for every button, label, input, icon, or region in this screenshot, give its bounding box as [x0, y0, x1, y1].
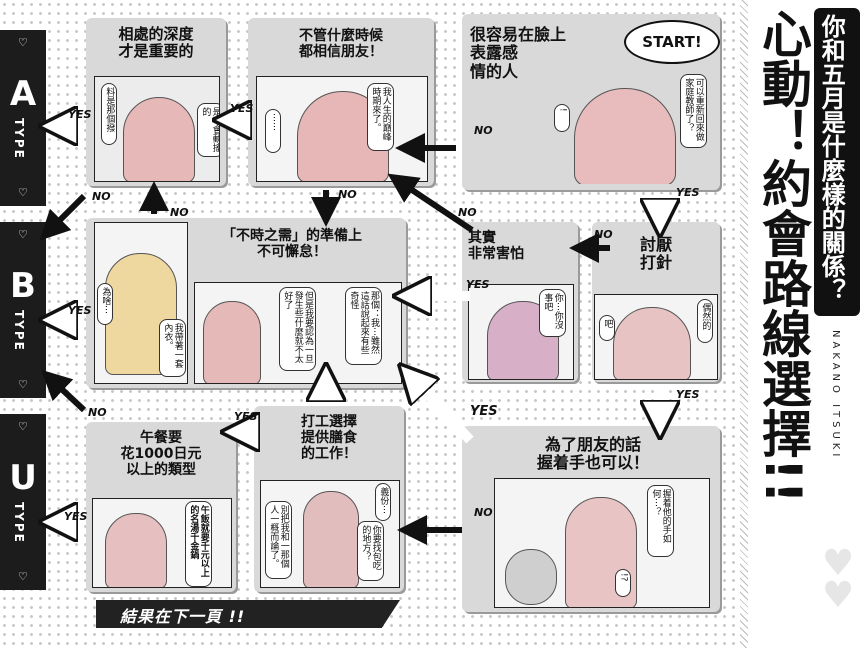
edge-label-no: NO: [458, 206, 477, 219]
speech-bubble: 你⋯你沒事吧: [539, 289, 566, 337]
speech-bubble: 你要找包吃的地方？: [357, 521, 384, 581]
edge-label-yes: YES: [234, 410, 258, 423]
heart-icon: ♡: [18, 228, 28, 241]
node-parttime: 打工選擇 提供膳食 的工作！ 義份⋯ 你要找包吃的地方？ 別把我和一那個人一概而…: [254, 406, 404, 592]
node-hold-hands-title: 為了朋友的話 握着手也可以！: [536, 435, 649, 473]
node-prepared-panel-right: 那個：我⋯雖然這話說起來有些奇怪 但是我要認為一旦發生些什麼就不太好了: [194, 282, 402, 384]
type-b-letter: B: [10, 266, 36, 306]
character-figure: [303, 491, 359, 587]
edge-label-no: NO: [170, 206, 189, 219]
title-main: 心動！約會路線選擇!!: [754, 8, 812, 504]
node-prepared: 「不時之需」的準備上 不可懈怠！ 為啥⋯ 我帶著一套內衣。 那個：我⋯雖然這話說…: [86, 218, 406, 388]
heart-icon: ♡: [18, 36, 28, 49]
speech-bubble: ⋯⋯: [265, 109, 282, 153]
type-a-box: ♡ A TYPE ♡: [0, 30, 46, 206]
speech-bubble: 我人生的巔峰時期來了。: [367, 83, 394, 151]
node-trust-friends-title: 不管什麼時候 都相信朋友！: [299, 28, 383, 61]
character-figure: [105, 513, 167, 587]
speech-bubble: 義份⋯: [375, 483, 392, 521]
edge-label-no: NO: [474, 506, 493, 519]
node-prepared-panel-left: 為啥⋯ 我帶著一套內衣。: [94, 222, 188, 384]
arrow-no: [41, 369, 87, 413]
node-scared: 其實 非常害怕 你⋯你沒事吧: [462, 222, 578, 382]
edge-label-yes: YES: [466, 278, 490, 291]
node-injection-panel: 偶然的 吧: [594, 294, 718, 380]
node-start-panel: 可以重新回來做家庭教師了？ !: [554, 74, 714, 184]
type-b-box: ♡ B TYPE ♡: [0, 222, 46, 398]
character-figure: [505, 549, 557, 605]
character-figure: [613, 307, 691, 379]
speech-bubble: 偶然的: [697, 299, 714, 343]
heart-icon: ♡: [18, 378, 28, 391]
speech-bubble: 但是我要認為一旦發生些什麼就不太好了: [279, 287, 317, 371]
arrow-no: [39, 193, 87, 241]
speech-bubble: 那個：我⋯雖然這話說起來有些奇怪: [345, 287, 383, 365]
node-parttime-panel: 義份⋯ 你要找包吃的地方？ 別把我和一那個人一概而論了。: [260, 480, 400, 588]
node-lunch-panel: 午飯就要千元以上的名湯千金鍋: [92, 498, 232, 588]
node-trust-friends: 不管什麼時候 都相信朋友！ 我人生的巔峰時期來了。 ⋯⋯: [248, 18, 434, 186]
speech-bubble: 握着他的手如何⋯？: [647, 485, 674, 557]
edge-label-yes: YES: [64, 510, 88, 523]
node-start-title: 很容易在臉上 表露感 情的人: [470, 25, 567, 81]
edge-label-no: NO: [88, 406, 107, 419]
type-u-letter: U: [9, 458, 37, 498]
type-u-label: TYPE: [12, 502, 26, 544]
start-bubble: START!: [624, 20, 720, 64]
node-depth-panel: 料是那個撥 是不會動搖的: [94, 76, 220, 182]
speech-bubble: 吧: [599, 315, 616, 341]
heart-icon: ♡: [18, 186, 28, 199]
node-depth-title: 相處的深度 才是重要的: [118, 25, 194, 61]
speech-bubble: 料是那個撥: [101, 83, 118, 145]
edge-label-yes: YES: [470, 404, 498, 419]
node-injection-title: 討厭 打針: [639, 235, 672, 273]
character-figure: [574, 88, 676, 184]
heart-icon: ♡: [18, 420, 28, 433]
speech-bubble: 為啥⋯: [97, 283, 114, 325]
type-a-letter: A: [9, 74, 37, 114]
node-lunch-title: 午餐要 花1000日元 以上的類型: [120, 430, 202, 479]
title-name: NAKANO ITSUKI: [830, 330, 841, 461]
node-parttime-title: 打工選擇 提供膳食 的工作！: [301, 414, 357, 463]
speech-bubble: 午飯就要千元以上的名湯千金鍋: [185, 501, 212, 587]
node-scared-title: 其實 非常害怕: [468, 230, 524, 263]
edge-label-no: NO: [594, 228, 613, 241]
title-question: [814, 8, 860, 316]
node-hold-hands: 為了朋友的話 握着手也可以！ 握着他的手如何⋯？ !?: [462, 426, 720, 612]
node-injection: 討厭 打針 偶然的 吧: [592, 222, 720, 382]
node-lunch: 午餐要 花1000日元 以上的類型 午飯就要千元以上的名湯千金鍋: [86, 422, 236, 592]
character-figure: [203, 301, 261, 383]
footer-text: 結果在下一頁 !!: [120, 607, 246, 626]
edge-label-yes: YES: [68, 108, 92, 121]
type-b-label: TYPE: [12, 310, 26, 352]
type-a-label: TYPE: [12, 118, 26, 160]
heart-icon: ♡: [18, 570, 28, 583]
speech-bubble: 是不會動搖的: [197, 103, 219, 157]
edge-label-yes: YES: [676, 186, 700, 199]
node-scared-panel: 你⋯你沒事吧: [468, 284, 574, 380]
speech-bubble: 我帶著一套內衣。: [159, 319, 186, 377]
speech-bubble: !: [554, 104, 571, 132]
zigzag-edge: [740, 0, 748, 648]
speech-bubble: !?: [615, 569, 632, 597]
node-hold-hands-panel: 握着他的手如何⋯？ !?: [494, 478, 710, 608]
node-prepared-title: 「不時之需」的準備上 不可懈怠！: [222, 228, 362, 261]
node-trust-friends-panel: 我人生的巔峰時期來了。 ⋯⋯: [256, 76, 428, 182]
edge-label-no: NO: [92, 190, 111, 203]
edge-label-yes: YES: [230, 102, 254, 115]
edge-label-no: NO: [338, 188, 357, 201]
node-depth: 相處的深度 才是重要的 料是那個撥 是不會動搖的: [86, 18, 226, 186]
edge-label-no: NO: [474, 124, 493, 137]
node-start: 很容易在臉上 表露感 情的人 START! 可以重新回來做家庭教師了？ !: [462, 14, 720, 190]
edge-label-yes: YES: [676, 388, 700, 401]
edge-label-yes: YES: [68, 304, 92, 317]
deco-hearts: ♥♥: [821, 543, 855, 617]
title-question-text: 你和五月是什麼樣的關係？: [817, 14, 846, 302]
type-u-box: ♡ U TYPE ♡: [0, 414, 46, 590]
speech-bubble: 別把我和一那個人一概而論了。: [265, 501, 292, 579]
character-figure: [123, 97, 195, 181]
footer-banner: [96, 600, 400, 628]
speech-bubble: 可以重新回來做家庭教師了？: [680, 74, 707, 148]
